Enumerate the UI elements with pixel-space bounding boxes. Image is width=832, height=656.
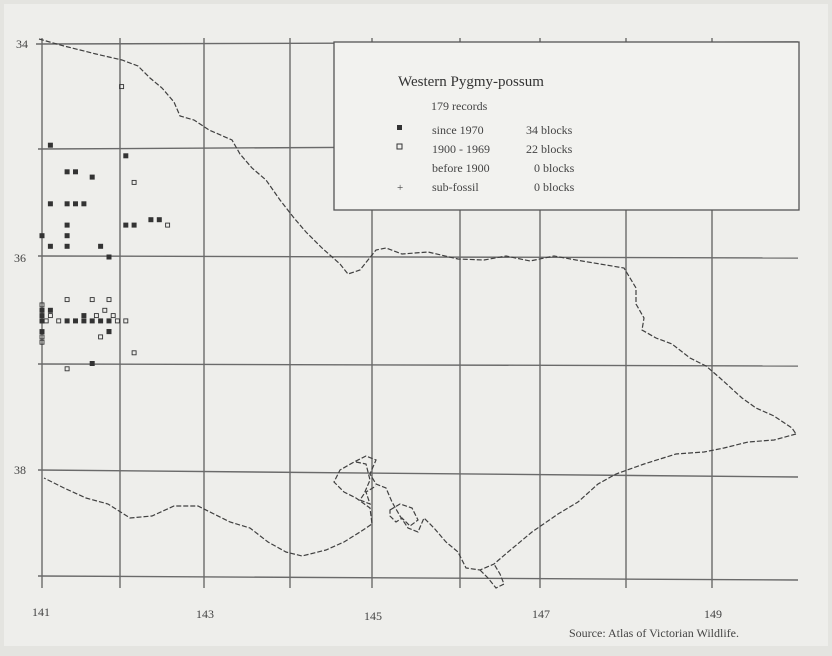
wilsons-promontory <box>479 563 505 589</box>
legend-period-2: before 1900 <box>432 161 490 175</box>
legend-blocks-3: 0 blocks <box>534 180 575 194</box>
legend-open-square-icon <box>396 143 403 150</box>
source-note: Source: Atlas of Victorian Wildlife. <box>569 626 739 640</box>
record-marker-1900-1969 <box>114 318 120 324</box>
lon-label-143: 143 <box>196 607 214 621</box>
victoria-outline <box>38 38 797 589</box>
grid-line-lat-39 <box>37 575 799 581</box>
grid-line-lat-38 <box>37 469 799 478</box>
legend-box <box>333 41 800 211</box>
record-marker-since-1970 <box>64 318 70 324</box>
record-marker-since-1970 <box>47 307 53 313</box>
record-marker-since-1970 <box>81 313 87 319</box>
record-marker-since-1970 <box>39 313 45 319</box>
port-phillip-bay <box>355 461 377 506</box>
legend-period-3: sub-fossil <box>432 180 479 194</box>
map-canvas: 34 36 38 141 143 145 147 149 Western Pyg… <box>14 37 800 640</box>
legend-period-0: since 1970 <box>432 123 484 137</box>
legend-blocks-0: 34 blocks <box>526 123 573 137</box>
record-marker-since-1970 <box>64 169 70 175</box>
record-marker-1900-1969 <box>39 302 45 308</box>
record-marker-since-1970 <box>106 329 112 335</box>
coastline <box>43 433 797 571</box>
record-marker-1900-1969 <box>89 297 95 303</box>
lat-label-36: 36 <box>14 251 26 265</box>
distribution-map: 34 36 38 141 143 145 147 149 Western Pyg… <box>4 4 828 646</box>
record-marker-since-1970 <box>47 243 53 249</box>
record-marker-1900-1969 <box>110 313 116 319</box>
legend-blocks-2: 0 blocks <box>534 161 575 175</box>
legend-cross-icon: + <box>397 182 403 194</box>
westernport-bay <box>389 503 419 527</box>
record-marker-1900-1969 <box>64 366 70 372</box>
record-marker-1900-1969 <box>64 297 70 303</box>
legend-records: 179 records <box>431 99 488 113</box>
record-marker-1900-1969 <box>39 334 45 340</box>
record-marker-1900-1969 <box>93 313 99 319</box>
record-marker-since-1970 <box>89 361 95 366</box>
record-marker-since-1970 <box>39 329 45 335</box>
lon-label-145: 145 <box>364 609 382 623</box>
lat-label-34: 34 <box>16 37 28 51</box>
record-marker-1900-1969 <box>98 334 104 340</box>
record-marker-1900-1969 <box>165 222 171 228</box>
lat-label-38: 38 <box>14 463 26 477</box>
record-marker-since-1970 <box>47 142 53 148</box>
record-marker-since-1970 <box>47 201 53 207</box>
record-marker-since-1970 <box>39 233 45 239</box>
record-marker-1900-1969 <box>102 307 108 313</box>
record-marker-since-1970 <box>156 217 162 223</box>
record-marker-since-1970 <box>73 318 78 324</box>
record-marker-since-1970 <box>98 318 104 324</box>
record-marker-since-1970 <box>131 222 137 228</box>
record-marker-since-1970 <box>98 243 104 249</box>
record-marker-1900-1969 <box>106 297 112 303</box>
legend-title: Western Pygmy-possum <box>398 74 544 90</box>
lon-label-149: 149 <box>704 607 722 621</box>
legend-blocks-1: 22 blocks <box>526 142 573 156</box>
record-marker-since-1970 <box>73 201 78 207</box>
record-marker-since-1970 <box>81 318 87 324</box>
record-marker-since-1970 <box>123 153 129 159</box>
record-marker-since-1970 <box>64 222 70 228</box>
record-marker-1900-1969 <box>123 318 129 324</box>
grid-line-lat-37 <box>37 363 799 367</box>
legend-period-1: 1900 - 1969 <box>432 142 490 156</box>
record-marker-since-1970 <box>64 201 70 207</box>
record-marker-since-1970 <box>89 318 95 324</box>
lon-label-141: 141 <box>32 605 50 619</box>
record-marker-1900-1969 <box>131 350 137 356</box>
record-marker-since-1970 <box>89 174 95 180</box>
record-marker-1900-1969 <box>43 318 49 324</box>
record-marker-since-1970 <box>39 307 45 313</box>
record-marker-since-1970 <box>64 243 70 249</box>
record-marker-1900-1969 <box>47 313 53 319</box>
lon-label-147: 147 <box>532 607 550 621</box>
record-marker-since-1970 <box>106 254 112 260</box>
record-marker-1900-1969 <box>119 84 125 90</box>
record-marker-since-1970 <box>106 318 112 324</box>
record-marker-1900-1969 <box>106 329 112 335</box>
legend-filled-square-icon <box>397 125 402 130</box>
record-markers <box>39 84 171 372</box>
record-marker-since-1970 <box>81 201 87 207</box>
record-marker-since-1970 <box>39 318 45 324</box>
record-marker-1900-1969 <box>131 179 137 185</box>
grid-line-lat-36 <box>37 255 799 259</box>
record-marker-since-1970 <box>123 222 129 228</box>
record-marker-since-1970 <box>64 233 70 239</box>
record-marker-since-1970 <box>73 169 78 175</box>
record-marker-since-1970 <box>148 217 154 223</box>
state-border <box>38 38 797 435</box>
record-marker-1900-1969 <box>56 318 62 324</box>
record-marker-1900-1969 <box>39 339 45 345</box>
legend: Western Pygmy-possum 179 records since 1… <box>333 41 800 211</box>
